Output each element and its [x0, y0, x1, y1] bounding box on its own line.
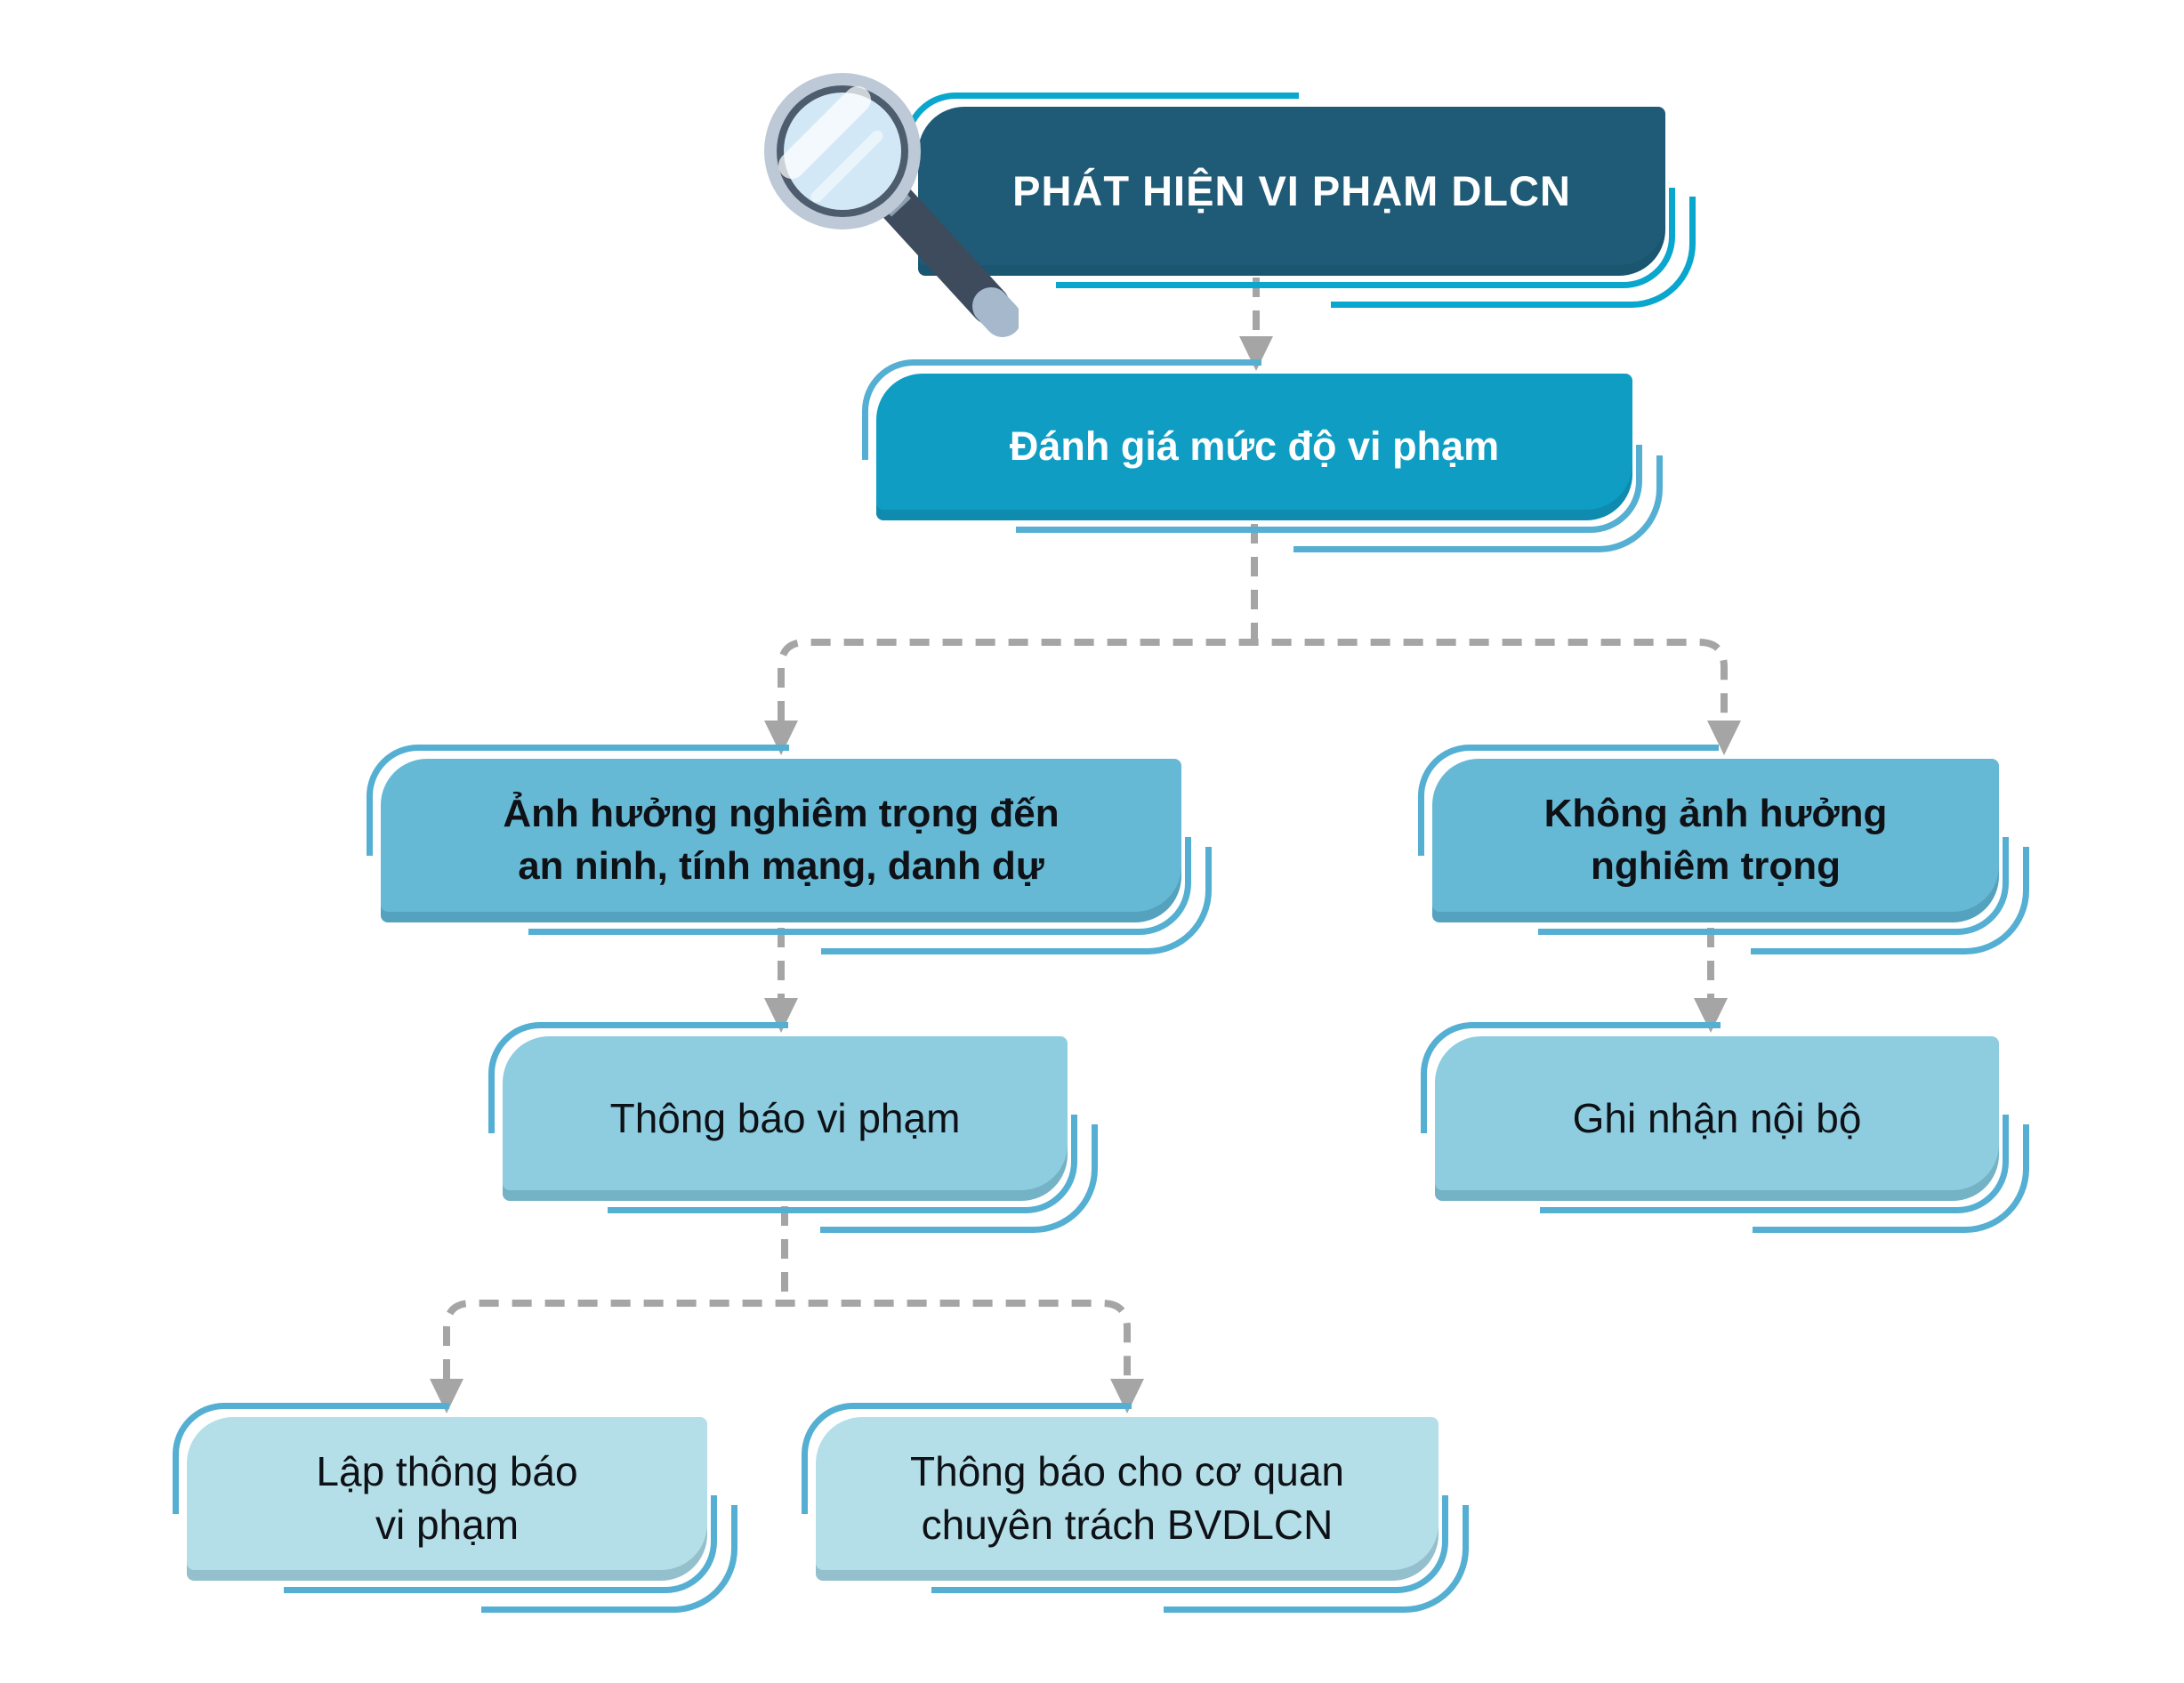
flow-node-draft-notice: Lập thông báo vi phạm [173, 1403, 737, 1613]
flow-node-not-serious: Không ảnh hưởng nghiêm trọng [1418, 745, 2029, 954]
node-label-line: Ghi nhận nội bộ [1572, 1094, 1862, 1141]
connector-split-level3 [764, 639, 1741, 755]
flow-node-notify-agency: Thông báo cho cơ quan chuyên trách BVDLC… [802, 1403, 1469, 1613]
node-label-line: PHÁT HIỆN VI PHẠM DLCN [1012, 167, 1571, 215]
node-label: Thông báo cho cơ quan chuyên trách BVDLC… [816, 1445, 1439, 1552]
node-label-line: Ảnh hưởng nghiêm trọng đến [503, 792, 1060, 836]
magnifier-icon [764, 73, 1019, 337]
flow-node-notify-violation: Thông báo vi phạm [488, 1022, 1098, 1233]
node-label-line: Thông báo vi phạm [609, 1094, 961, 1141]
node-label: Đánh giá mức độ vi phạm [876, 421, 1632, 473]
node-label: Thông báo vi phạm [503, 1092, 1068, 1146]
node-label-line: nghiêm trọng [1590, 844, 1841, 888]
node-label: Không ảnh hưởng nghiêm trọng [1432, 788, 1999, 893]
node-label-line: Không ảnh hưởng [1543, 792, 1888, 836]
node-label-line: Đánh giá mức độ vi phạm [1009, 423, 1500, 470]
flow-node-serious-impact: Ảnh hưởng nghiêm trọng đến an ninh, tính… [367, 745, 1212, 954]
flow-node-detect: PHÁT HIỆN VI PHẠM DLCN [904, 93, 1696, 308]
node-label: Ảnh hưởng nghiêm trọng đến an ninh, tính… [381, 788, 1181, 893]
flow-node-internal-record: Ghi nhận nội bộ [1421, 1022, 2029, 1233]
node-label: Ghi nhận nội bộ [1435, 1092, 1999, 1146]
node-label-line: Thông báo cho cơ quan [910, 1448, 1344, 1495]
node-label-line: chuyên trách BVDLCN [921, 1502, 1334, 1548]
flow-node-assess: Đánh giá mức độ vi phạm [862, 359, 1663, 552]
node-label-line: Lập thông báo [316, 1448, 578, 1495]
node-label: Lập thông báo vi phạm [187, 1445, 707, 1552]
node-label: PHÁT HIỆN VI PHẠM DLCN [918, 164, 1665, 218]
node-label-line: vi phạm [375, 1502, 520, 1548]
node-label-line: an ninh, tính mạng, danh dự [518, 844, 1044, 888]
connector-split-level5 [430, 1300, 1144, 1413]
